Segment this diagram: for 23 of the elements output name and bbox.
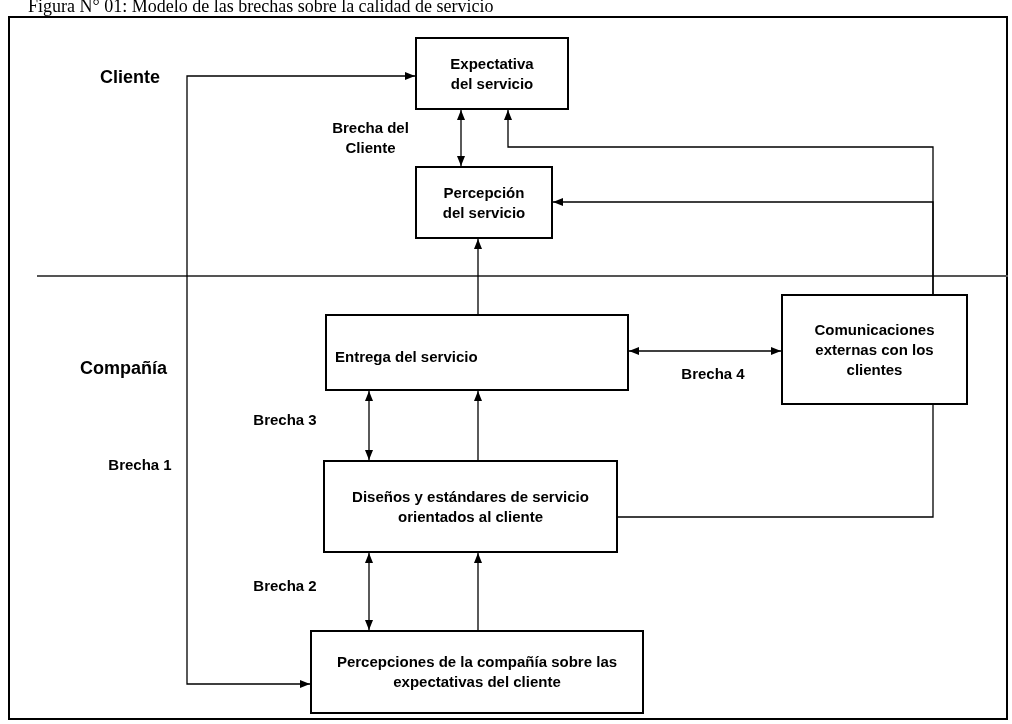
process-box: Expectativa del servicio [415,37,569,110]
process-box: Entrega del servicio [325,314,629,391]
arrow [474,238,482,315]
edge-label: Brecha 3 [252,410,318,430]
arrow [365,390,373,461]
arrow [504,109,934,295]
process-box: Diseños y estándares de servicio orientados al cliente [323,460,618,553]
edge-label: Brecha 1 [107,455,173,475]
arrow [474,552,482,631]
process-box: Percepción del servicio [415,166,553,239]
arrow [186,72,416,688]
edge-label: Brecha 4 [680,364,746,384]
arrow [474,390,482,461]
edge-label: Brecha 2 [252,576,318,596]
arrow [365,552,373,631]
arrow [628,347,782,355]
arrow [457,109,465,167]
figure-title: Figura N° 01: Modelo de las brechas sobre la calidad de servicio [28,0,494,15]
edge-label: Brecha del Cliente [331,118,410,158]
process-box: Comunicaciones externas con los clientes [781,294,968,405]
process-box: Percepciones de la compañía sobre las expectativas del cliente [310,630,644,714]
section-label: Cliente [100,66,160,88]
section-label: Compañía [80,357,167,379]
